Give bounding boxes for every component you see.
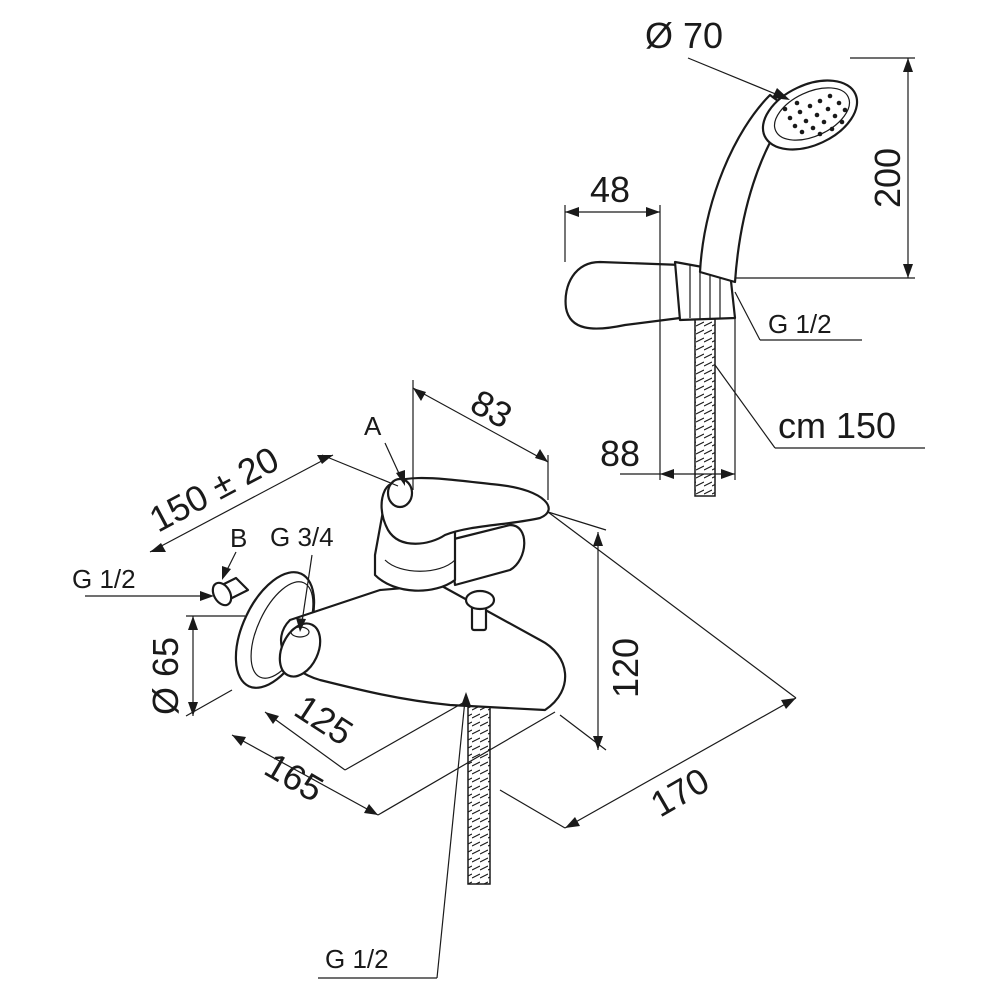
- label-g34-outlet: G 3/4: [270, 522, 334, 632]
- svg-text:Ø 70: Ø 70: [645, 15, 723, 56]
- svg-text:83: 83: [464, 381, 519, 436]
- dim-head-diameter: Ø 70: [645, 15, 790, 100]
- svg-text:170: 170: [644, 759, 717, 825]
- dim-rosette-diameter: Ø 65: [145, 615, 245, 717]
- svg-text:G 1/2: G 1/2: [72, 564, 136, 594]
- mixer-lever: [380, 476, 550, 545]
- svg-text:G 3/4: G 3/4: [270, 522, 334, 552]
- label-g12-hose: G 1/2: [318, 692, 471, 979]
- spray-nozzles: [782, 93, 848, 137]
- svg-text:125: 125: [288, 686, 361, 753]
- diverter-knob: [464, 589, 496, 611]
- dim-holder-depth: 48: [564, 169, 661, 480]
- svg-text:A: A: [364, 411, 382, 441]
- svg-text:150 ± 20: 150 ± 20: [143, 438, 286, 540]
- svg-text:G 1/2: G 1/2: [768, 309, 832, 339]
- outlet-hose: [467, 695, 491, 885]
- dim-spout-165: 165: [231, 711, 556, 816]
- svg-text:48: 48: [590, 169, 630, 210]
- shower-head: [761, 79, 859, 151]
- svg-text:B: B: [230, 523, 247, 553]
- dim-body-height: 120: [547, 511, 646, 751]
- label-point-b: B: [222, 523, 247, 580]
- mixer-body: [279, 583, 567, 712]
- svg-text:200: 200: [867, 148, 908, 208]
- label-g12-holder: G 1/2: [734, 291, 862, 341]
- wall-holder: [564, 260, 684, 330]
- label-point-a: A: [364, 411, 405, 486]
- svg-text:cm 150: cm 150: [778, 405, 896, 446]
- svg-text:88: 88: [600, 433, 640, 474]
- label-g12-inlet: G 1/2: [72, 564, 214, 601]
- svg-text:120: 120: [605, 638, 646, 698]
- shower-hose: [694, 317, 716, 497]
- svg-text:Ø 65: Ø 65: [145, 637, 186, 715]
- mixer: [211, 476, 567, 885]
- label-hose-length: cm 150: [714, 364, 925, 449]
- dim-shower-height: 200: [735, 57, 915, 279]
- svg-text:165: 165: [258, 744, 331, 810]
- svg-text:G 1/2: G 1/2: [325, 944, 389, 974]
- dim-holder-width: 88: [600, 318, 736, 480]
